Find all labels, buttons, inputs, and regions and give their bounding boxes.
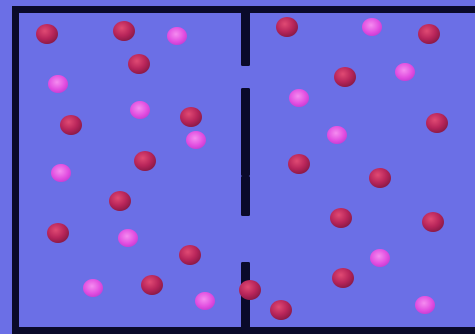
solute-particle-light [83, 279, 103, 297]
solute-particle-dark [239, 280, 261, 300]
solute-particle-dark [128, 54, 150, 74]
solute-particle-light [118, 229, 138, 247]
solute-particle-dark [422, 212, 444, 232]
solute-particle-light [130, 101, 150, 119]
solute-particle-light [51, 164, 71, 182]
solute-particle-light [415, 296, 435, 314]
solute-particle-light [289, 89, 309, 107]
solute-particle-light [167, 27, 187, 45]
solute-particle-dark [418, 24, 440, 44]
solute-particle-dark [134, 151, 156, 171]
solute-particle-dark [180, 107, 202, 127]
solute-particle-dark [47, 223, 69, 243]
membrane-segment [241, 176, 250, 216]
membrane-segment [241, 88, 250, 176]
solute-particle-dark [334, 67, 356, 87]
solute-particle-dark [141, 275, 163, 295]
solute-particle-light [48, 75, 68, 93]
solute-particle-dark [109, 191, 131, 211]
solute-particle-dark [179, 245, 201, 265]
solute-particle-dark [332, 268, 354, 288]
solute-particle-dark [426, 113, 448, 133]
solute-particle-dark [60, 115, 82, 135]
solute-particle-light [186, 131, 206, 149]
wall-left [12, 6, 19, 334]
solute-particle-dark [288, 154, 310, 174]
solute-particle-light [327, 126, 347, 144]
solute-particle-dark [270, 300, 292, 320]
solute-particle-dark [113, 21, 135, 41]
solute-particle-light [370, 249, 390, 267]
solute-particle-light [395, 63, 415, 81]
solute-particle-light [195, 292, 215, 310]
solute-particle-dark [330, 208, 352, 228]
solute-particle-dark [36, 24, 58, 44]
solute-particle-dark [276, 17, 298, 37]
solute-particle-light [362, 18, 382, 36]
membrane-segment [241, 8, 250, 66]
solute-particle-dark [369, 168, 391, 188]
